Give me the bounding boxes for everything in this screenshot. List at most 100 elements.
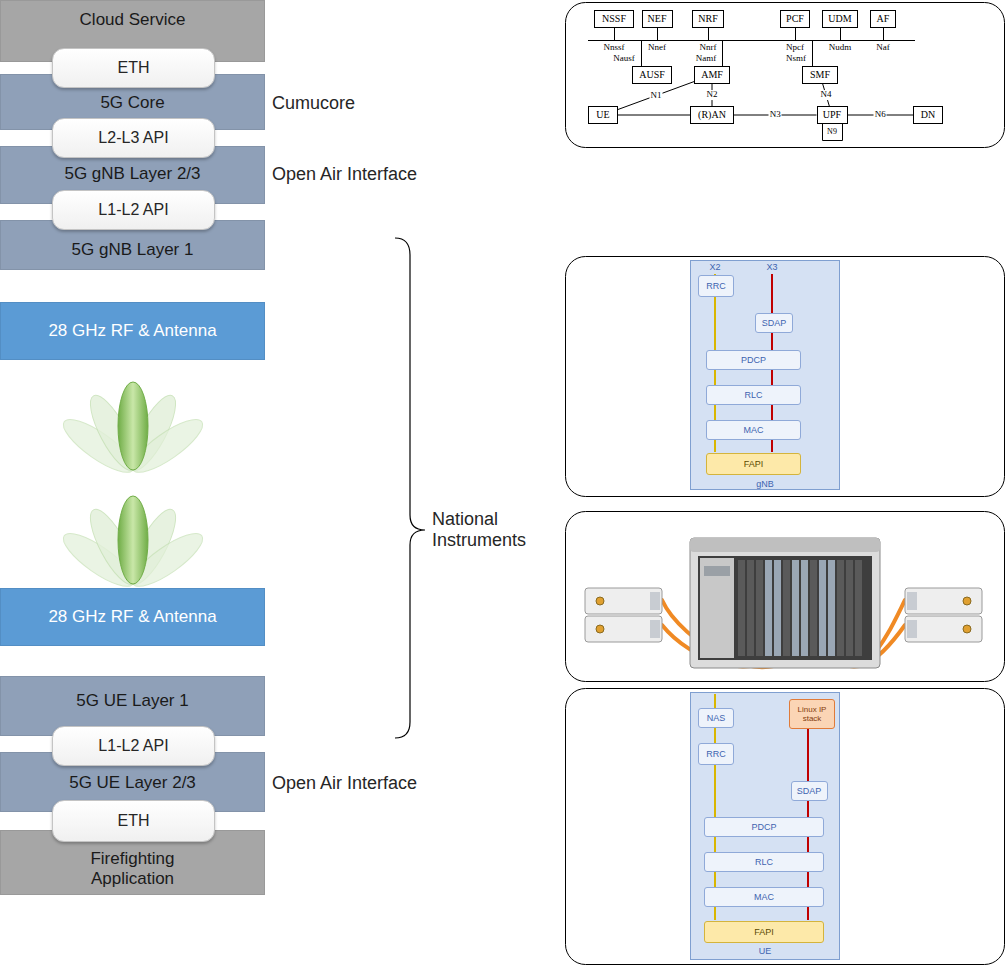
interface-label: Npcf bbox=[785, 42, 805, 52]
box-label: AUSF bbox=[639, 69, 665, 81]
ni-hardware-photo bbox=[585, 588, 662, 614]
network-function-box: AF bbox=[870, 10, 896, 28]
box-label: 5G Core bbox=[100, 93, 164, 113]
interface-label: N3 bbox=[769, 110, 782, 120]
ni-hardware-photo bbox=[963, 625, 971, 633]
ni-hardware-photo bbox=[774, 560, 781, 656]
network-function-box: NEF bbox=[642, 10, 673, 28]
layer-box: 28 GHz RF & Antenna bbox=[0, 302, 265, 360]
box-label: 28 GHz RF & Antenna bbox=[48, 321, 216, 341]
ni-hardware-photo bbox=[792, 560, 799, 656]
interface-label: Nausf bbox=[612, 53, 636, 63]
api-pill: ETH bbox=[52, 48, 215, 88]
protocol-block: SDAP bbox=[755, 313, 793, 333]
ni-hardware-photo bbox=[905, 616, 982, 642]
protocol-block: SDAP bbox=[791, 781, 828, 801]
api-pill: ETH bbox=[52, 800, 215, 842]
service-bus-wire bbox=[642, 40, 813, 66]
box-label: DN bbox=[921, 109, 935, 121]
interface-connector bbox=[618, 82, 694, 110]
protocol-block: FAPI bbox=[706, 453, 801, 475]
box-label: 5G UE Layer 2/3 bbox=[69, 773, 196, 793]
protocol-block: NAS bbox=[698, 708, 734, 728]
api-pill: L2-L3 API bbox=[52, 118, 215, 158]
interface-label: Nudm bbox=[828, 42, 853, 52]
protocol-stack-container: UENASLinux IP stackRRCSDAPPDCPRLCMACFAPI bbox=[690, 692, 840, 960]
box-label: RRC bbox=[706, 749, 726, 759]
protocol-block: MAC bbox=[704, 887, 824, 907]
network-function-box: UPF bbox=[817, 106, 848, 124]
box-label: 28 GHz RF & Antenna bbox=[48, 607, 216, 627]
service-bus-wire bbox=[615, 28, 884, 40]
ni-hardware-photo bbox=[907, 620, 917, 638]
ni-hardware-photo bbox=[846, 560, 853, 656]
box-label: SDAP bbox=[762, 318, 787, 328]
box-label: PCF bbox=[786, 13, 804, 25]
box-label: 5G gNB Layer 1 bbox=[72, 240, 194, 260]
box-label: UPF bbox=[823, 109, 841, 121]
interface-label: N6 bbox=[874, 110, 887, 120]
protocol-block: RLC bbox=[704, 852, 824, 872]
box-label: SMF bbox=[810, 69, 830, 81]
network-function-box: (R)AN bbox=[690, 106, 734, 124]
vendor-label: Open Air Interface bbox=[272, 164, 417, 185]
box-label: NSSF bbox=[602, 13, 626, 25]
interface-label: Namf bbox=[695, 53, 718, 63]
interface-label: X2 bbox=[709, 262, 720, 272]
service-bus-wire bbox=[588, 28, 915, 141]
panel-outline bbox=[566, 3, 1005, 965]
interface-label: N1 bbox=[650, 91, 663, 101]
protocol-block: PDCP bbox=[704, 817, 824, 837]
interface-label: Nnrf bbox=[699, 42, 718, 52]
network-function-box: AUSF bbox=[632, 66, 672, 84]
box-label: RLC bbox=[744, 390, 762, 400]
box-label: NEF bbox=[648, 13, 667, 25]
box-label: RRC bbox=[706, 281, 726, 291]
stack-title: UE bbox=[691, 946, 839, 957]
ni-hardware-photo bbox=[690, 538, 880, 552]
layer-box: 28 GHz RF & Antenna bbox=[0, 588, 265, 646]
interface-label: X3 bbox=[766, 262, 777, 272]
beam-symbol bbox=[57, 496, 210, 595]
ni-hardware-photo bbox=[747, 560, 754, 656]
stack-title: gNB bbox=[691, 479, 839, 490]
network-function-box: NSSF bbox=[594, 10, 634, 28]
service-bus-wire bbox=[588, 40, 915, 41]
vendor-label: National Instruments bbox=[432, 509, 547, 550]
ni-hardware-photo bbox=[855, 560, 862, 656]
box-label: AMF bbox=[701, 69, 723, 81]
interface-label: N2 bbox=[706, 90, 719, 100]
ni-hardware-photo bbox=[596, 597, 604, 605]
protocol-block: RRC bbox=[698, 743, 734, 765]
box-label: ETH bbox=[118, 812, 150, 830]
box-label: SDAP bbox=[797, 786, 822, 796]
ni-hardware-photo bbox=[585, 538, 982, 668]
network-function-box: SMF bbox=[802, 66, 838, 84]
ni-hardware-photo bbox=[907, 592, 917, 610]
box-label: NAS bbox=[707, 713, 726, 723]
ni-hardware-photo bbox=[783, 560, 790, 656]
api-pill: L1-L2 API bbox=[52, 726, 215, 766]
panel-outline bbox=[566, 257, 1005, 497]
ni-hardware-photo bbox=[963, 597, 971, 605]
box-label: PDCP bbox=[741, 355, 766, 365]
ni-hardware-photo bbox=[801, 560, 808, 656]
ni-hardware-photo bbox=[704, 566, 730, 576]
interface-connector bbox=[618, 115, 690, 116]
curly-bracket bbox=[395, 238, 425, 738]
box-label: AF bbox=[877, 13, 890, 25]
box-label: 5G UE Layer 1 bbox=[76, 691, 188, 711]
service-bus-wire bbox=[823, 124, 843, 141]
network-function-box: UE bbox=[588, 106, 618, 124]
box-label: L1-L2 API bbox=[98, 737, 168, 755]
ni-hardware-photo bbox=[690, 538, 880, 668]
protocol-block: RRC bbox=[698, 275, 734, 297]
interface-label: Nsmf bbox=[785, 53, 807, 63]
ni-hardware-photo bbox=[756, 560, 763, 656]
network-function-box: NRF bbox=[692, 10, 724, 28]
box-label: MAC bbox=[744, 425, 764, 435]
box-label: L2-L3 API bbox=[98, 129, 168, 147]
interface-label: Nnssf bbox=[602, 42, 625, 52]
stack-background bbox=[690, 692, 840, 960]
interface-label: N4 bbox=[820, 90, 833, 100]
